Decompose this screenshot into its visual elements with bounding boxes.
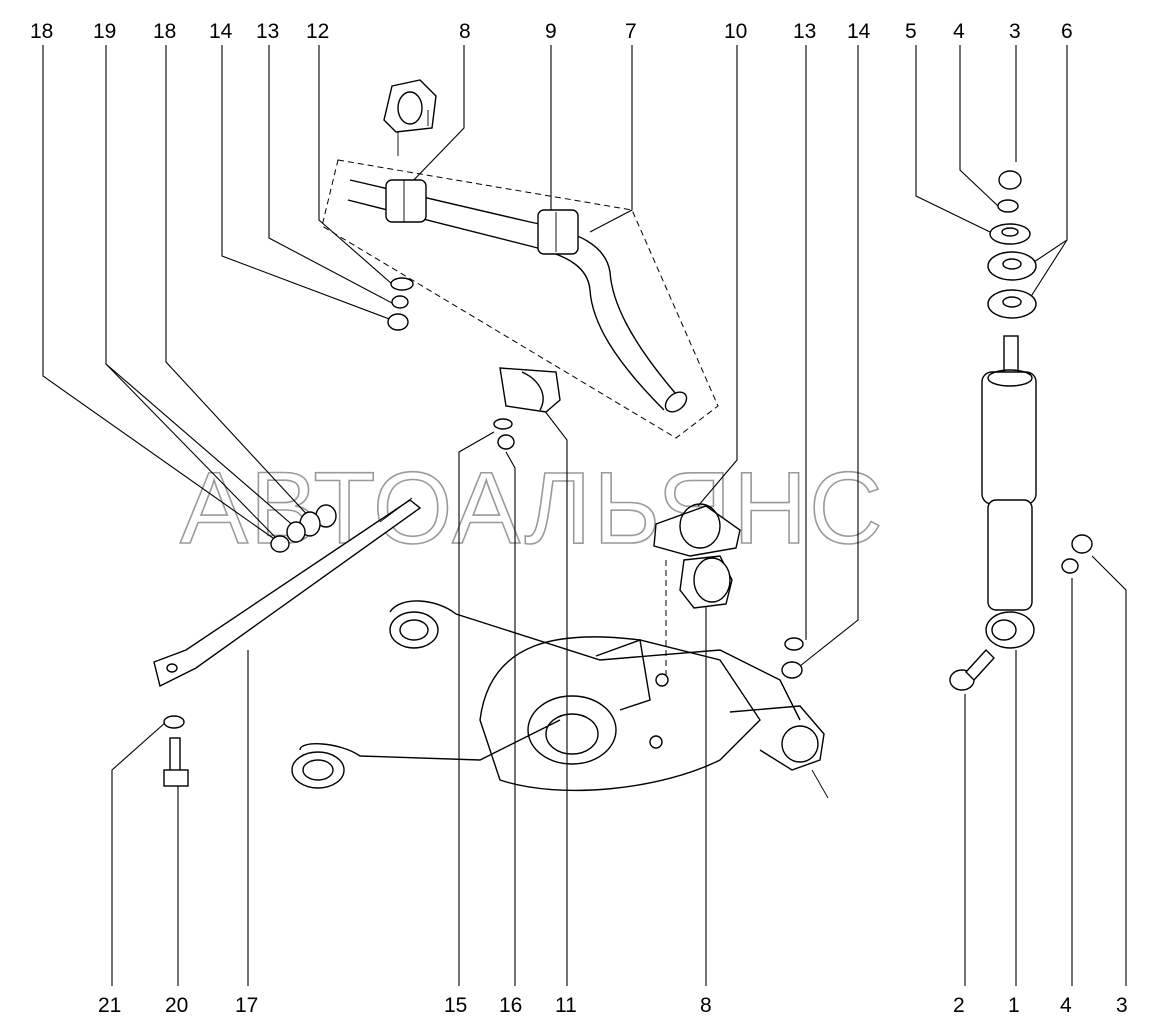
callout-top-16: 6 <box>1061 20 1073 43</box>
lower-control-arm <box>291 600 829 799</box>
watermark-text: АВТОАЛЬЯНС <box>180 451 885 565</box>
callout-top-13: 5 <box>905 20 917 43</box>
bolt-20 <box>163 715 189 787</box>
callout-top-8: 9 <box>545 20 557 43</box>
tie-rod <box>153 497 422 688</box>
callout-top-1: 18 <box>30 20 53 43</box>
callout-top-6: 12 <box>306 20 329 43</box>
callout-bottom-10: 4 <box>1060 994 1072 1017</box>
callout-top-3: 18 <box>153 20 176 43</box>
callout-bottom-8: 2 <box>953 994 965 1017</box>
callout-top-7: 8 <box>459 20 471 43</box>
callout-top-10: 10 <box>724 20 747 43</box>
callout-top-9: 7 <box>625 20 637 43</box>
callout-top-5: 13 <box>256 20 279 43</box>
callout-top-2: 19 <box>93 20 116 43</box>
callout-bottom-4: 15 <box>444 994 467 1017</box>
bushing-bracket-10 <box>653 503 741 680</box>
callout-top-4: 14 <box>209 20 233 43</box>
callout-top-14: 4 <box>953 20 965 43</box>
callout-bottom-3: 17 <box>235 994 258 1017</box>
bracket-11 <box>493 367 561 450</box>
callout-bottom-6: 11 <box>555 994 577 1017</box>
nut-group-left <box>387 277 414 331</box>
callout-top-11: 13 <box>793 20 816 43</box>
callout-bottom-5: 16 <box>499 994 522 1017</box>
nut-group-right <box>781 637 804 679</box>
shock-absorber <box>949 170 1093 691</box>
callout-top-12: 14 <box>847 20 871 43</box>
callout-bottom-9: 1 <box>1008 994 1020 1017</box>
callout-bottom-2: 20 <box>165 994 188 1017</box>
callout-bottom-7: 8 <box>700 994 712 1017</box>
callout-top-15: 3 <box>1009 20 1021 43</box>
leader-lines <box>42 45 1127 986</box>
stabilizer-bar <box>321 79 719 439</box>
callout-bottom-1: 21 <box>98 994 121 1017</box>
callout-labels: 18 19 18 14 13 12 8 9 7 10 13 14 5 4 3 6… <box>30 20 1128 1017</box>
callout-bottom-11: 3 <box>1116 994 1128 1017</box>
